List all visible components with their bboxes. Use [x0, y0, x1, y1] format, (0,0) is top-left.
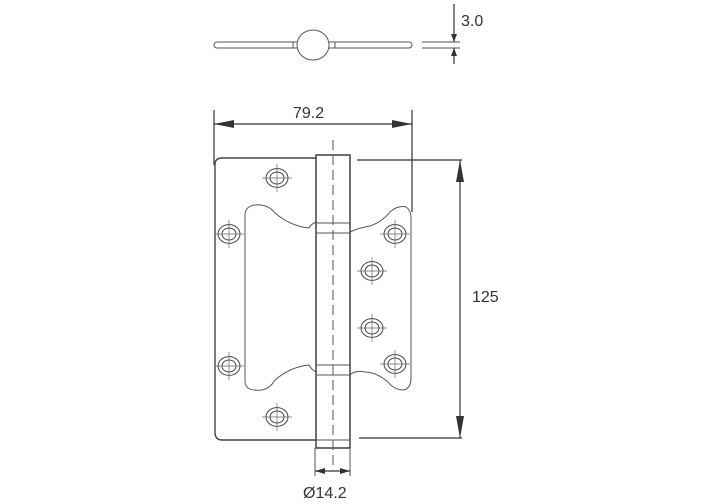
- right-leaf-outline: [349, 206, 412, 391]
- width-label: 79.2: [293, 105, 324, 122]
- screw-holes: [214, 164, 410, 431]
- arrow-icon: [340, 468, 350, 474]
- arrow-icon: [315, 468, 325, 474]
- screw-hole-icon: [214, 352, 244, 380]
- diameter-label: Ø14.2: [303, 485, 347, 502]
- arrow-icon: [456, 160, 464, 182]
- arrow-icon: [451, 34, 457, 42]
- height-label: 125: [472, 289, 499, 306]
- screw-hole-icon: [262, 403, 292, 431]
- screw-hole-icon: [357, 257, 387, 285]
- top-view: [213, 29, 413, 61]
- screw-hole-icon: [380, 220, 410, 248]
- dimension-height: 125: [357, 159, 499, 439]
- arrow-icon: [456, 416, 464, 438]
- screw-hole-icon: [380, 350, 410, 378]
- dimension-width: 79.2: [213, 105, 413, 212]
- dimension-thickness: 3.0: [422, 4, 483, 64]
- dimension-diameter: Ø14.2: [303, 448, 351, 502]
- thickness-label: 3.0: [461, 13, 483, 30]
- screw-hole-icon: [214, 220, 244, 248]
- front-view: [214, 140, 412, 470]
- screw-hole-icon: [262, 164, 292, 192]
- left-leaf-cutout: [244, 204, 317, 391]
- top-view-knuckle: [296, 29, 330, 61]
- left-leaf-outline: [214, 157, 316, 441]
- arrow-icon: [214, 120, 234, 128]
- arrow-icon: [392, 120, 412, 128]
- arrow-icon: [451, 48, 457, 56]
- screw-hole-icon: [357, 314, 387, 342]
